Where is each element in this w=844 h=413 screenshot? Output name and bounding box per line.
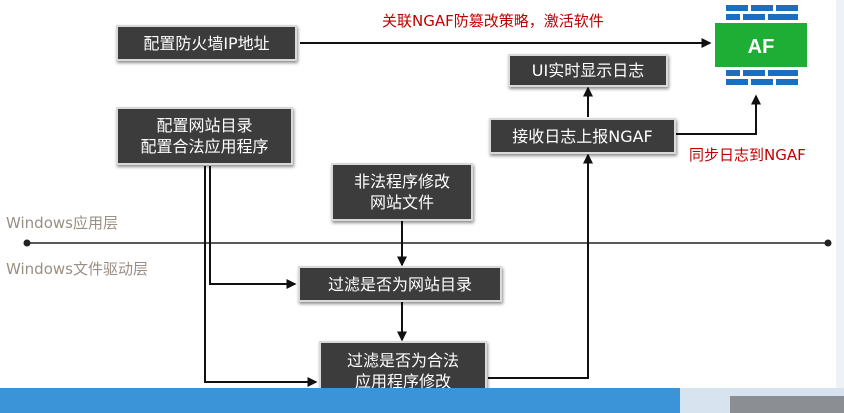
config-site-dir-box: 配置网站目录 配置合法应用程序: [116, 107, 293, 165]
filter-site-dir-box: 过滤是否为网站目录: [298, 266, 502, 302]
footer-blue-bar: [0, 388, 680, 413]
af-logo-text: AF: [748, 36, 775, 58]
illegal-modify-line1: 非法程序修改: [353, 172, 450, 191]
ui-log-text: UI实时显示日志: [531, 61, 645, 80]
arrow-filter-app-to-recv: [488, 153, 593, 379]
arrow-config-site-to-filter-app: [204, 166, 318, 387]
ui-log-box: UI实时显示日志: [508, 54, 668, 87]
link-ngaf-label: 关联NGAF防篡改策略，激活软件: [382, 12, 604, 30]
footer-gray-bar: [730, 396, 844, 413]
sync-log-label: 同步日志到NGAF: [689, 146, 806, 164]
filter-legal-app-line2: 应用程序修改: [354, 372, 451, 391]
arrow-sync-to-af: [676, 94, 761, 135]
illegal-modify-box: 非法程序修改 网站文件: [331, 163, 473, 221]
layer-separator-right-dot: [824, 239, 832, 247]
config-site-dir-line2: 配置合法应用程序: [140, 137, 269, 156]
right-edge-shade: [836, 0, 844, 388]
filter-legal-app-line1: 过滤是否为合法: [346, 351, 459, 370]
windows-fs-layer-label: Windows文件驱动层: [6, 260, 148, 278]
config-site-dir-line1: 配置网站目录: [156, 116, 253, 135]
illegal-modify-line2: 网站文件: [369, 193, 434, 212]
arrow-config-site-to-filter-site: [209, 166, 297, 289]
windows-app-layer-label: Windows应用层: [6, 214, 118, 232]
receive-log-box: 接收日志上报NGAF: [489, 118, 676, 154]
receive-log-text: 接收日志上报NGAF: [512, 126, 653, 146]
config-firewall-ip-text: 配置防火墙IP地址: [143, 33, 270, 53]
af-firewall-icon: AF: [715, 5, 807, 85]
filter-site-dir-text: 过滤是否为网站目录: [327, 274, 472, 294]
layer-separator-left-dot: [23, 239, 31, 247]
config-firewall-ip-box: 配置防火墙IP地址: [116, 25, 297, 61]
